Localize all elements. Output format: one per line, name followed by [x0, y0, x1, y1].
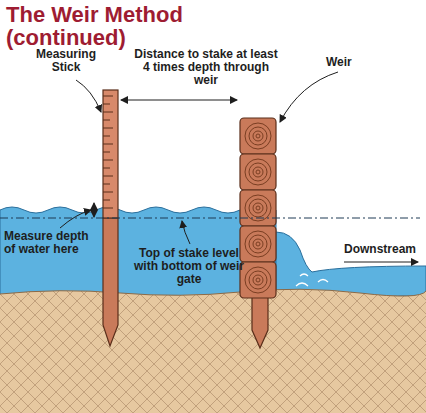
- ground: [0, 289, 426, 413]
- instruction-note: Top of stake level with bottom of weir g…: [130, 247, 248, 286]
- upstream-water: [0, 207, 276, 296]
- leader-line: [76, 80, 101, 112]
- part-label: Weir: [326, 56, 386, 69]
- distance-arrow: [121, 100, 237, 101]
- title: The Weir Method (continued): [6, 3, 221, 49]
- level-line: [0, 218, 420, 219]
- direction-label: Downstream: [344, 243, 424, 256]
- splash: [296, 274, 328, 286]
- ground-line: [0, 289, 426, 296]
- stick-ticks: [103, 96, 113, 208]
- leader-line: [60, 210, 91, 228]
- instruction-note: Measure depth of water here: [4, 230, 94, 256]
- part-label: Measuring Stick: [30, 48, 102, 74]
- log-rings: [245, 123, 271, 293]
- stake: [103, 218, 118, 346]
- ground-hatch: [0, 289, 426, 413]
- leader-line: [182, 221, 190, 244]
- dimension-note: Distance to stake at least 4 times depth…: [130, 48, 282, 87]
- weir-logs: [240, 118, 276, 298]
- depth-arrow: [94, 203, 95, 217]
- downstream-water: [276, 232, 426, 296]
- leader-line: [280, 72, 338, 122]
- measuring-stick: [103, 90, 118, 218]
- downstream-arrow: [344, 262, 418, 263]
